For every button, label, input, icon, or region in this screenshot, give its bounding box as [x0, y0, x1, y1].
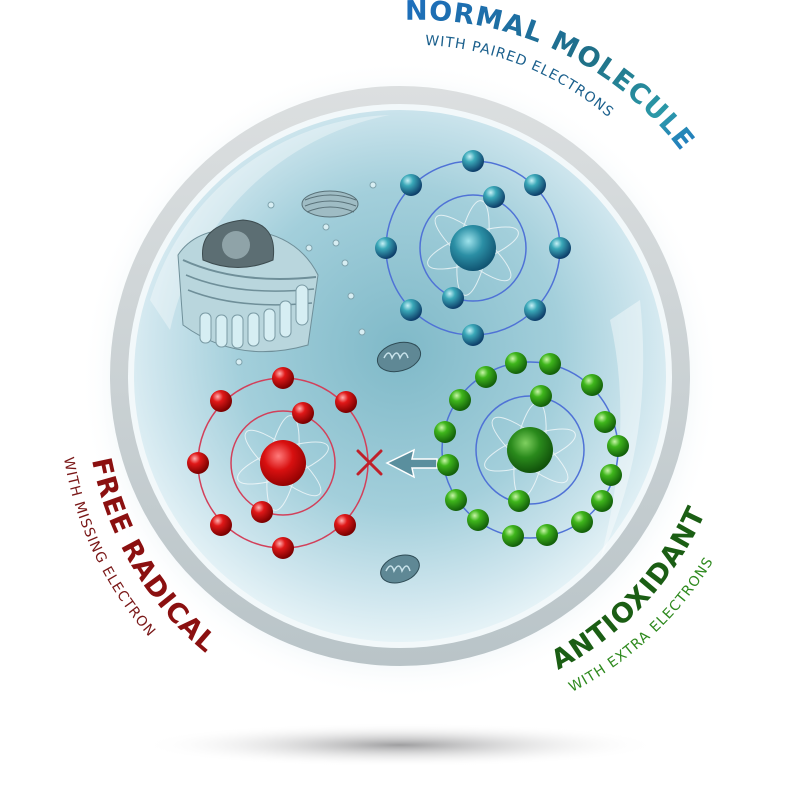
mitochondrion-icon: [376, 341, 422, 373]
golgi-apparatus-icon: [301, 190, 359, 218]
normal-molecule-atom: [375, 150, 571, 346]
missing-marker-text: ×: [0, 0, 1, 1]
nucleus: [260, 440, 306, 486]
electron-transfer-arrow-icon: [385, 448, 438, 479]
electrons: [434, 352, 629, 547]
nucleus: [450, 225, 496, 271]
electrons: [375, 150, 571, 346]
dish-shadow: [140, 723, 660, 767]
antioxidant-atom: [434, 352, 629, 547]
electrons: [187, 367, 357, 559]
nucleus: [507, 427, 553, 473]
animal-cell-icon: [177, 219, 319, 353]
mitochondrion-icon: [380, 554, 420, 584]
missing-electron-x-icon: [356, 449, 383, 476]
vesicles: [235, 181, 377, 366]
free-radical-atom: [187, 367, 369, 559]
